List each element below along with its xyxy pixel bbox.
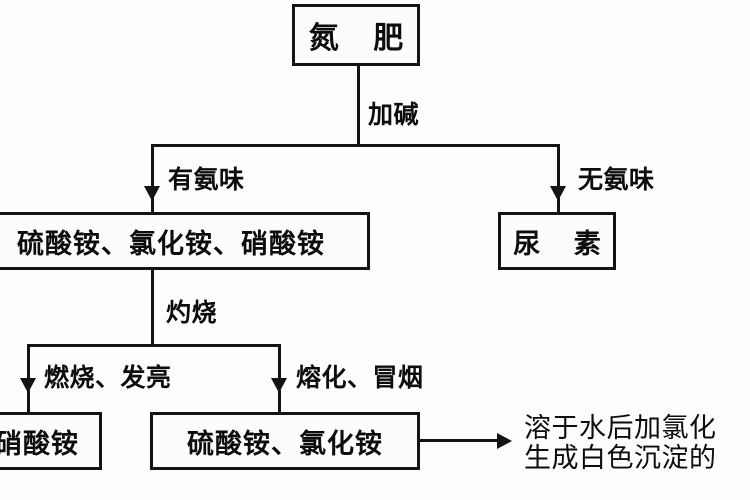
edge-label-burns-glows: 燃烧、发亮 [44, 363, 172, 392]
node-nitrogen-fertilizer: 氮 肥 [292, 4, 420, 66]
node-sulfate-chloride: 硫酸铵、氯化铵 [150, 412, 420, 470]
connector-left-branch [151, 144, 154, 194]
connector-melts-branch [278, 344, 281, 386]
connector-left-branch-tail [151, 196, 154, 214]
connector-burns-branch-tail [27, 390, 30, 414]
edge-label-ignite: 灼烧 [166, 298, 218, 327]
connector-right-branch-tail [557, 196, 560, 214]
node-ammonium-nitrate: 硝酸铵 [0, 412, 102, 470]
node-label: 硫酸铵、氯化铵 [187, 428, 383, 460]
node-label: 硝酸铵 [0, 428, 79, 460]
arrowhead-melts-branch-icon [271, 378, 287, 393]
arrowhead-result-icon [497, 433, 512, 449]
arrowhead-right-branch-icon [550, 186, 566, 201]
node-urea: 尿 素 [498, 212, 616, 270]
result-note-line-1: 溶于水后加氯化 [524, 413, 717, 444]
node-label: 尿 素 [513, 228, 613, 260]
connector-burns-branch [27, 344, 30, 386]
connector-right-branch [557, 144, 560, 194]
result-note: 溶于水后加氯化 生成白色沉淀的 [524, 413, 717, 475]
connector-split-bar-top [151, 144, 560, 147]
node-ammonium-salts: 硫酸铵、氯化铵、硝酸铵 [0, 212, 370, 270]
node-label: 硫酸铵、氯化铵、硝酸铵 [17, 228, 325, 260]
edge-label-add-alkali: 加碱 [368, 100, 420, 129]
edge-label-melts-smokes: 熔化、冒烟 [296, 363, 424, 392]
edge-label-has-ammonia-smell: 有氨味 [168, 165, 245, 194]
connector-result-arrow-line [420, 439, 502, 442]
connector-split-bar-bottom [27, 344, 280, 347]
node-label: 氮 肥 [308, 21, 416, 56]
connector-melts-branch-tail [278, 390, 281, 414]
edge-label-no-ammonia-smell: 无氨味 [578, 165, 655, 194]
arrowhead-burns-branch-icon [20, 378, 36, 393]
connector-root-stem [357, 66, 360, 146]
connector-ignite-stem [151, 270, 154, 346]
result-note-line-2: 生成白色沉淀的 [524, 443, 717, 475]
arrowhead-left-branch-icon [144, 186, 160, 201]
